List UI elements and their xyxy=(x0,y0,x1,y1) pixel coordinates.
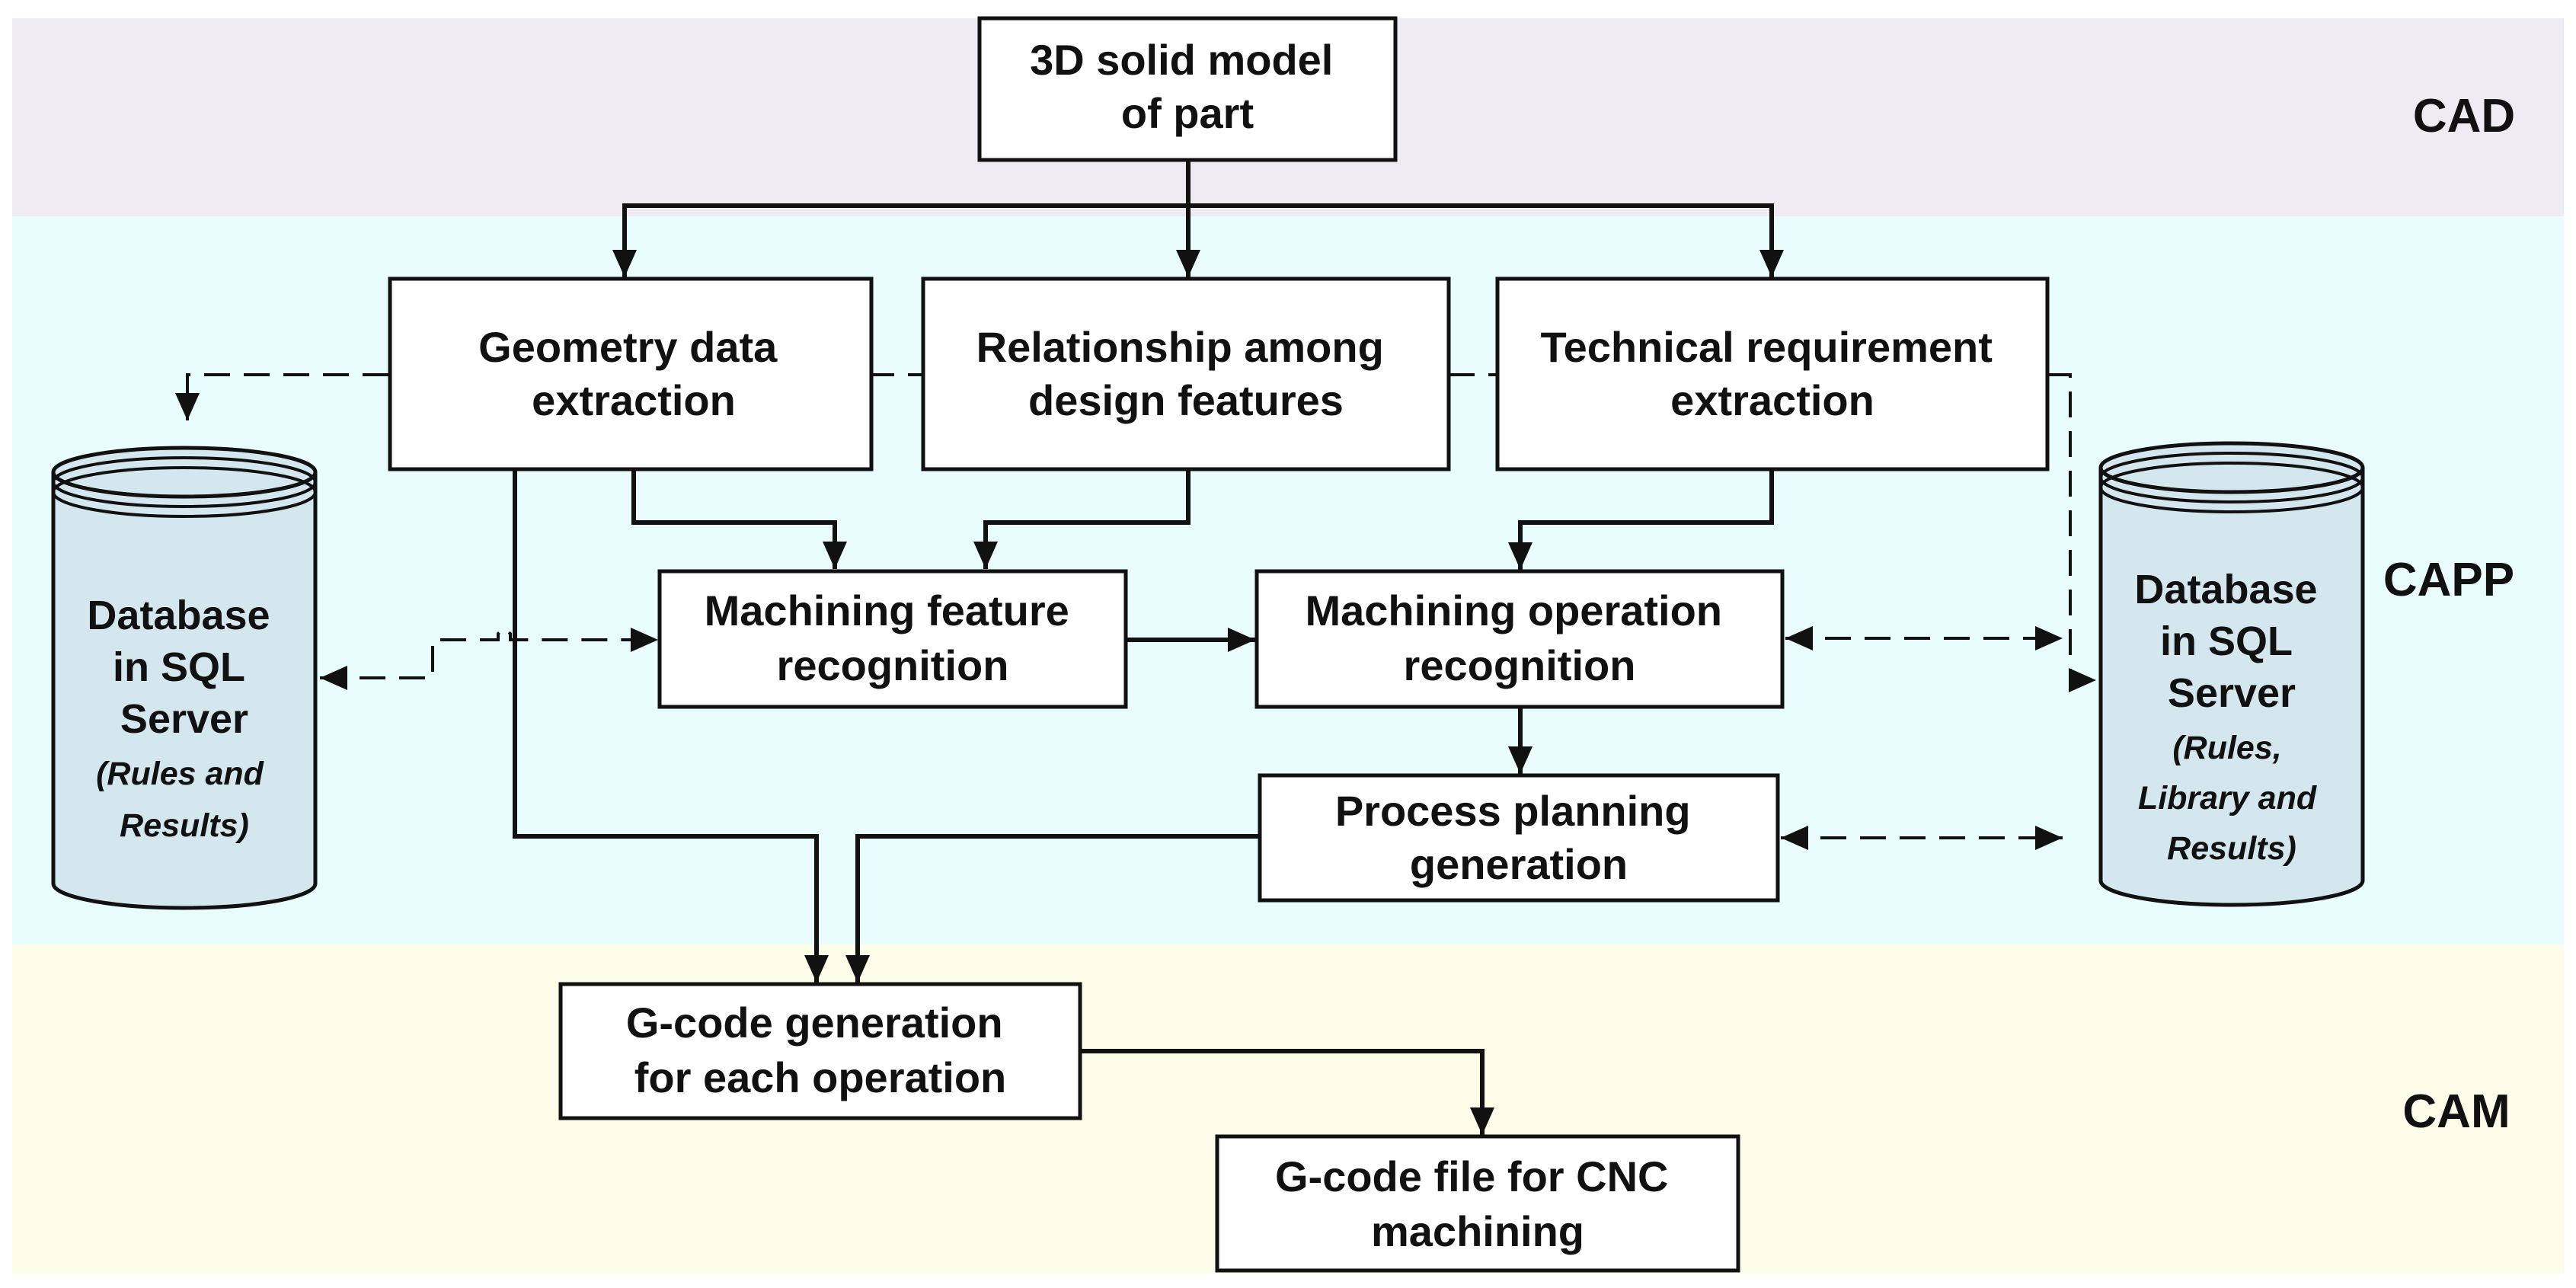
left-database-title-line-3: Server xyxy=(120,696,248,742)
left-database-title-line-1: Database xyxy=(87,593,270,638)
right-database-note-line-2: Library and xyxy=(2138,780,2317,817)
solid-model-node: 3D solid model of part xyxy=(977,16,1398,162)
process-planning-line-1: Process planning xyxy=(1335,787,1691,835)
svg-text:Process planning generat: Process planning generation xyxy=(1335,787,1702,888)
feature-recognition-line-2: recognition xyxy=(777,641,1009,689)
relationship-line-2: design features xyxy=(1028,376,1344,424)
geometry-to-feature-recognition-arrow xyxy=(631,471,847,569)
cam-zone-label: CAM xyxy=(2402,1085,2510,1138)
left-database-dashed-link xyxy=(175,373,388,420)
gcode-file-line-1: G-code file for CNC xyxy=(1275,1152,1668,1200)
svg-text:Database in SQL Se: Database in SQL Server xyxy=(87,593,281,742)
right-sql-database-cylinder: Database in SQL Server (Rules, Library a… xyxy=(2098,441,2365,907)
left-database-to-feature-recognition-link xyxy=(320,625,658,690)
geometry-data-extraction-node: Geometry data extraction xyxy=(388,276,874,471)
right-database-note-line-1: (Rules, xyxy=(2172,730,2281,766)
svg-text:G-code file for CNC mach: G-code file for CNC machining xyxy=(1275,1152,1680,1255)
feature-recognition-line-1: Machining feature xyxy=(705,586,1069,634)
right-database-top-ring-2 xyxy=(2099,462,2364,513)
svg-text:Geometry data extraction: Geometry data extraction xyxy=(478,323,789,424)
gcode-file-node: G-code file for CNC machining xyxy=(1215,1134,1740,1273)
svg-text:Database in SQL Se: Database in SQL Server xyxy=(2134,567,2328,716)
capp-zone-label: CAPP xyxy=(2383,554,2514,606)
solid-model-line-2: of part xyxy=(1121,89,1254,137)
left-database-body xyxy=(51,472,318,910)
left-sql-database-cylinder: Database in SQL Server (Rules and Result… xyxy=(51,446,318,910)
left-database-top-ring-2 xyxy=(52,466,317,518)
relationship-line-1: Relationship among xyxy=(976,323,1384,371)
right-database-title-line-2: in SQL xyxy=(2160,618,2292,664)
database-connections xyxy=(175,373,2096,850)
right-database-title-line-1: Database xyxy=(2134,567,2317,612)
technical-line-1: Technical requirement xyxy=(1541,323,1993,371)
svg-text:Machining operation reco: Machining operation recognition xyxy=(1305,586,1734,689)
right-database-top xyxy=(2098,441,2365,494)
left-database-title-line-2: in SQL xyxy=(113,644,244,690)
gcode-generation-node: G-code generation for each operation xyxy=(558,982,1082,1120)
relationship-design-features-node: Relationship among design features xyxy=(921,276,1451,471)
machining-operation-recognition-node: Machining operation recognition xyxy=(1254,569,1785,709)
solid-model-to-technical-arrow xyxy=(1188,203,1784,277)
svg-text:Technical requirement ex: Technical requirement extraction xyxy=(1541,323,2005,424)
left-database-top xyxy=(51,446,318,499)
geometry-line-1: Geometry data xyxy=(478,323,778,371)
right-database-body xyxy=(2098,468,2365,907)
right-database-title-line-3: Server xyxy=(2168,670,2296,716)
technical-to-operation-recognition-arrow xyxy=(1508,471,1774,570)
process-planning-generation-node: Process planning generation xyxy=(1258,773,1780,903)
gcode-file-line-2: machining xyxy=(1371,1207,1584,1255)
left-database-note-line-1: (Rules and xyxy=(96,756,264,792)
svg-text:(Rules and Results): (Rules and Results) xyxy=(96,756,273,844)
machining-feature-recognition-node: Machining feature recognition xyxy=(657,569,1128,709)
svg-text:Machining feature recogn: Machining feature recognition xyxy=(705,586,1082,689)
operation-recognition-line-2: recognition xyxy=(1404,641,1636,689)
cad-zone-label: CAD xyxy=(2413,90,2515,142)
gcode-generation-line-1: G-code generation xyxy=(626,999,1003,1047)
right-database-note-line-3: Results) xyxy=(2167,830,2296,867)
process-planning-to-gcode-generation-arrow xyxy=(845,834,1258,983)
svg-text:(Rules, Library and: (Rules, Library and Results) xyxy=(2138,730,2325,867)
solid-model-line-1: 3D solid model xyxy=(1030,36,1333,84)
svg-text:G-code generation for ea: G-code generation for each operation xyxy=(626,999,1015,1101)
process-flow-arrows xyxy=(513,161,1784,1135)
geometry-line-2: extraction xyxy=(532,376,736,424)
geometry-to-gcode-generation-arrow xyxy=(513,471,829,983)
svg-text:Relationship among desig: Relationship among design features xyxy=(976,323,1396,424)
gcode-generation-line-2: for each operation xyxy=(634,1053,1007,1101)
technical-line-2: extraction xyxy=(1670,376,1874,424)
gcode-generation-to-file-arrow xyxy=(1080,1049,1494,1135)
operation-recognition-line-1: Machining operation xyxy=(1305,586,1722,634)
technical-requirement-extraction-node: Technical requirement extraction xyxy=(1495,276,2050,471)
process-planning-line-2: generation xyxy=(1410,840,1628,888)
right-database-top-ring-1 xyxy=(2099,452,2364,503)
relationship-to-feature-recognition-arrow xyxy=(973,471,1191,569)
svg-text:3D solid model of part: 3D solid model of part xyxy=(1030,36,1345,137)
right-database-dashed-link xyxy=(2047,373,2096,692)
left-database-top-ring-1 xyxy=(52,456,317,508)
left-database-note-line-2: Results) xyxy=(120,807,249,844)
